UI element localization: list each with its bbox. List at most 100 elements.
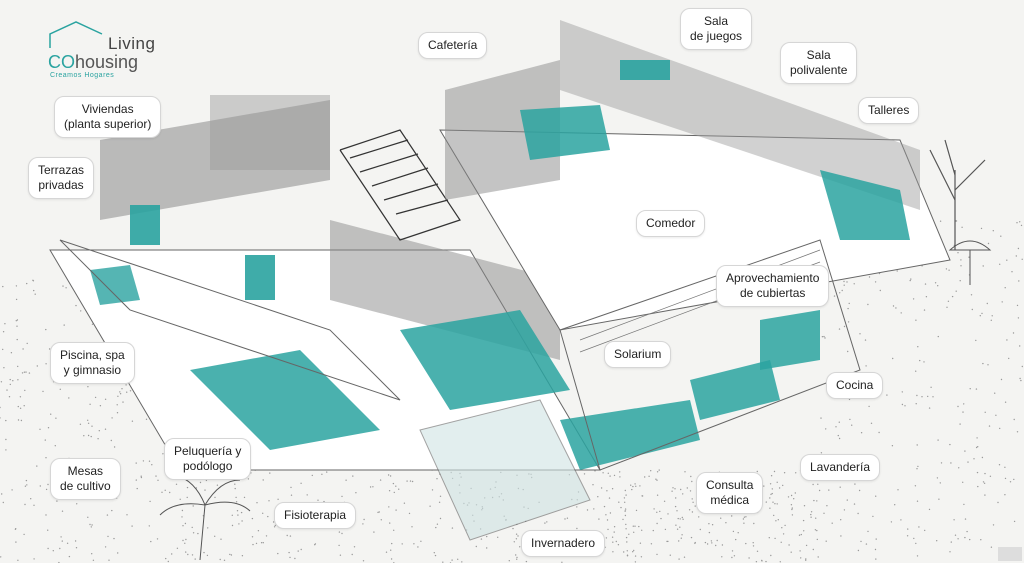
teal-floor-2: [400, 310, 570, 410]
texture-dot: [475, 545, 477, 548]
texture-dot: [68, 397, 70, 399]
texture-dot: [5, 438, 7, 441]
texture-dot: [694, 505, 696, 507]
texture-dot: [65, 287, 67, 289]
texture-dot: [790, 551, 792, 553]
texture-dot: [3, 367, 5, 369]
texture-dot: [87, 422, 90, 424]
texture-dot: [1013, 520, 1016, 523]
texture-dot: [763, 485, 765, 487]
texture-dot: [915, 403, 917, 405]
texture-dot: [939, 220, 942, 222]
texture-dot: [667, 513, 669, 515]
texture-dot: [457, 558, 459, 560]
texture-dot: [768, 537, 770, 539]
texture-dot: [917, 346, 919, 348]
texture-dot: [632, 525, 634, 527]
texture-dot: [857, 512, 859, 515]
logo-tagline: Creamos Hogares: [50, 72, 115, 79]
texture-dot: [187, 553, 189, 556]
texture-dot: [915, 319, 917, 321]
staircase: [339, 129, 461, 241]
texture-dot: [362, 560, 365, 562]
texture-dot: [1019, 345, 1021, 347]
teal-floor-4: [245, 255, 275, 300]
texture-dot: [916, 468, 918, 470]
texture-dot: [650, 470, 652, 472]
texture-dot: [761, 559, 763, 562]
texture-dot: [638, 525, 640, 528]
texture-dot: [904, 405, 906, 407]
texture-dot: [326, 471, 328, 473]
texture-dot: [875, 495, 877, 497]
texture-dot: [519, 546, 521, 548]
texture-dot: [403, 502, 406, 504]
label-fisioterapia: Fisioterapia: [274, 502, 357, 529]
texture-dot: [378, 511, 380, 513]
label-line: de cultivo: [60, 479, 111, 493]
texture-dot: [810, 516, 812, 518]
texture-dot: [87, 419, 89, 421]
texture-dot: [486, 547, 488, 549]
texture-dot: [752, 542, 754, 544]
texture-dot: [691, 480, 693, 483]
texture-dot: [618, 501, 620, 503]
texture-dot: [864, 339, 867, 341]
texture-dot: [300, 548, 302, 551]
texture-dot: [815, 517, 817, 519]
texture-dot: [838, 328, 841, 330]
texture-dot: [289, 556, 291, 559]
texture-dot: [641, 529, 643, 531]
texture-dot: [63, 324, 65, 326]
texture-dot: [20, 419, 23, 422]
texture-dot: [650, 543, 653, 545]
texture-dot: [755, 561, 758, 563]
texture-dot: [355, 492, 357, 494]
texture-dot: [976, 471, 979, 474]
texture-dot: [289, 535, 292, 537]
texture-dot: [223, 559, 226, 561]
texture-dot: [17, 405, 19, 408]
texture-dot: [847, 321, 850, 323]
texture-dot: [800, 533, 802, 536]
texture-dot: [22, 348, 24, 350]
texture-dot: [721, 544, 724, 546]
texture-dot: [230, 554, 233, 556]
texture-dot: [936, 477, 939, 479]
texture-dot: [994, 392, 996, 394]
teal-floor-lavanderia: [760, 310, 820, 370]
texture-dot: [799, 550, 801, 552]
texture-dot: [981, 312, 983, 315]
label-cocina: Cocina: [826, 372, 884, 399]
texture-dot: [1020, 224, 1023, 227]
texture-dot: [91, 553, 93, 555]
texture-dot: [927, 395, 929, 398]
texture-dot: [9, 383, 11, 386]
label-line: Sala: [704, 14, 729, 28]
texture-dot: [26, 484, 28, 486]
texture-dot: [615, 540, 617, 543]
texture-dot: [241, 520, 243, 522]
texture-dot: [393, 529, 395, 531]
texture-dot: [389, 475, 392, 477]
texture-dot: [148, 525, 150, 527]
texture-dot: [90, 435, 92, 438]
texture-dot: [42, 390, 44, 393]
texture-dot: [385, 551, 388, 553]
texture-dot: [76, 503, 78, 505]
texture-dot: [825, 540, 827, 542]
label-line: Cocina: [836, 378, 874, 392]
texture-dot: [206, 554, 209, 557]
texture-dot: [914, 485, 917, 487]
texture-dot: [39, 428, 41, 430]
texture-dot: [756, 470, 758, 473]
texture-dot: [75, 304, 77, 307]
texture-dot: [963, 503, 965, 506]
texture-dot: [859, 333, 861, 335]
texture-dot: [771, 488, 773, 490]
texture-dot: [775, 520, 777, 522]
texture-dot: [2, 285, 4, 288]
texture-dot: [2, 501, 4, 504]
